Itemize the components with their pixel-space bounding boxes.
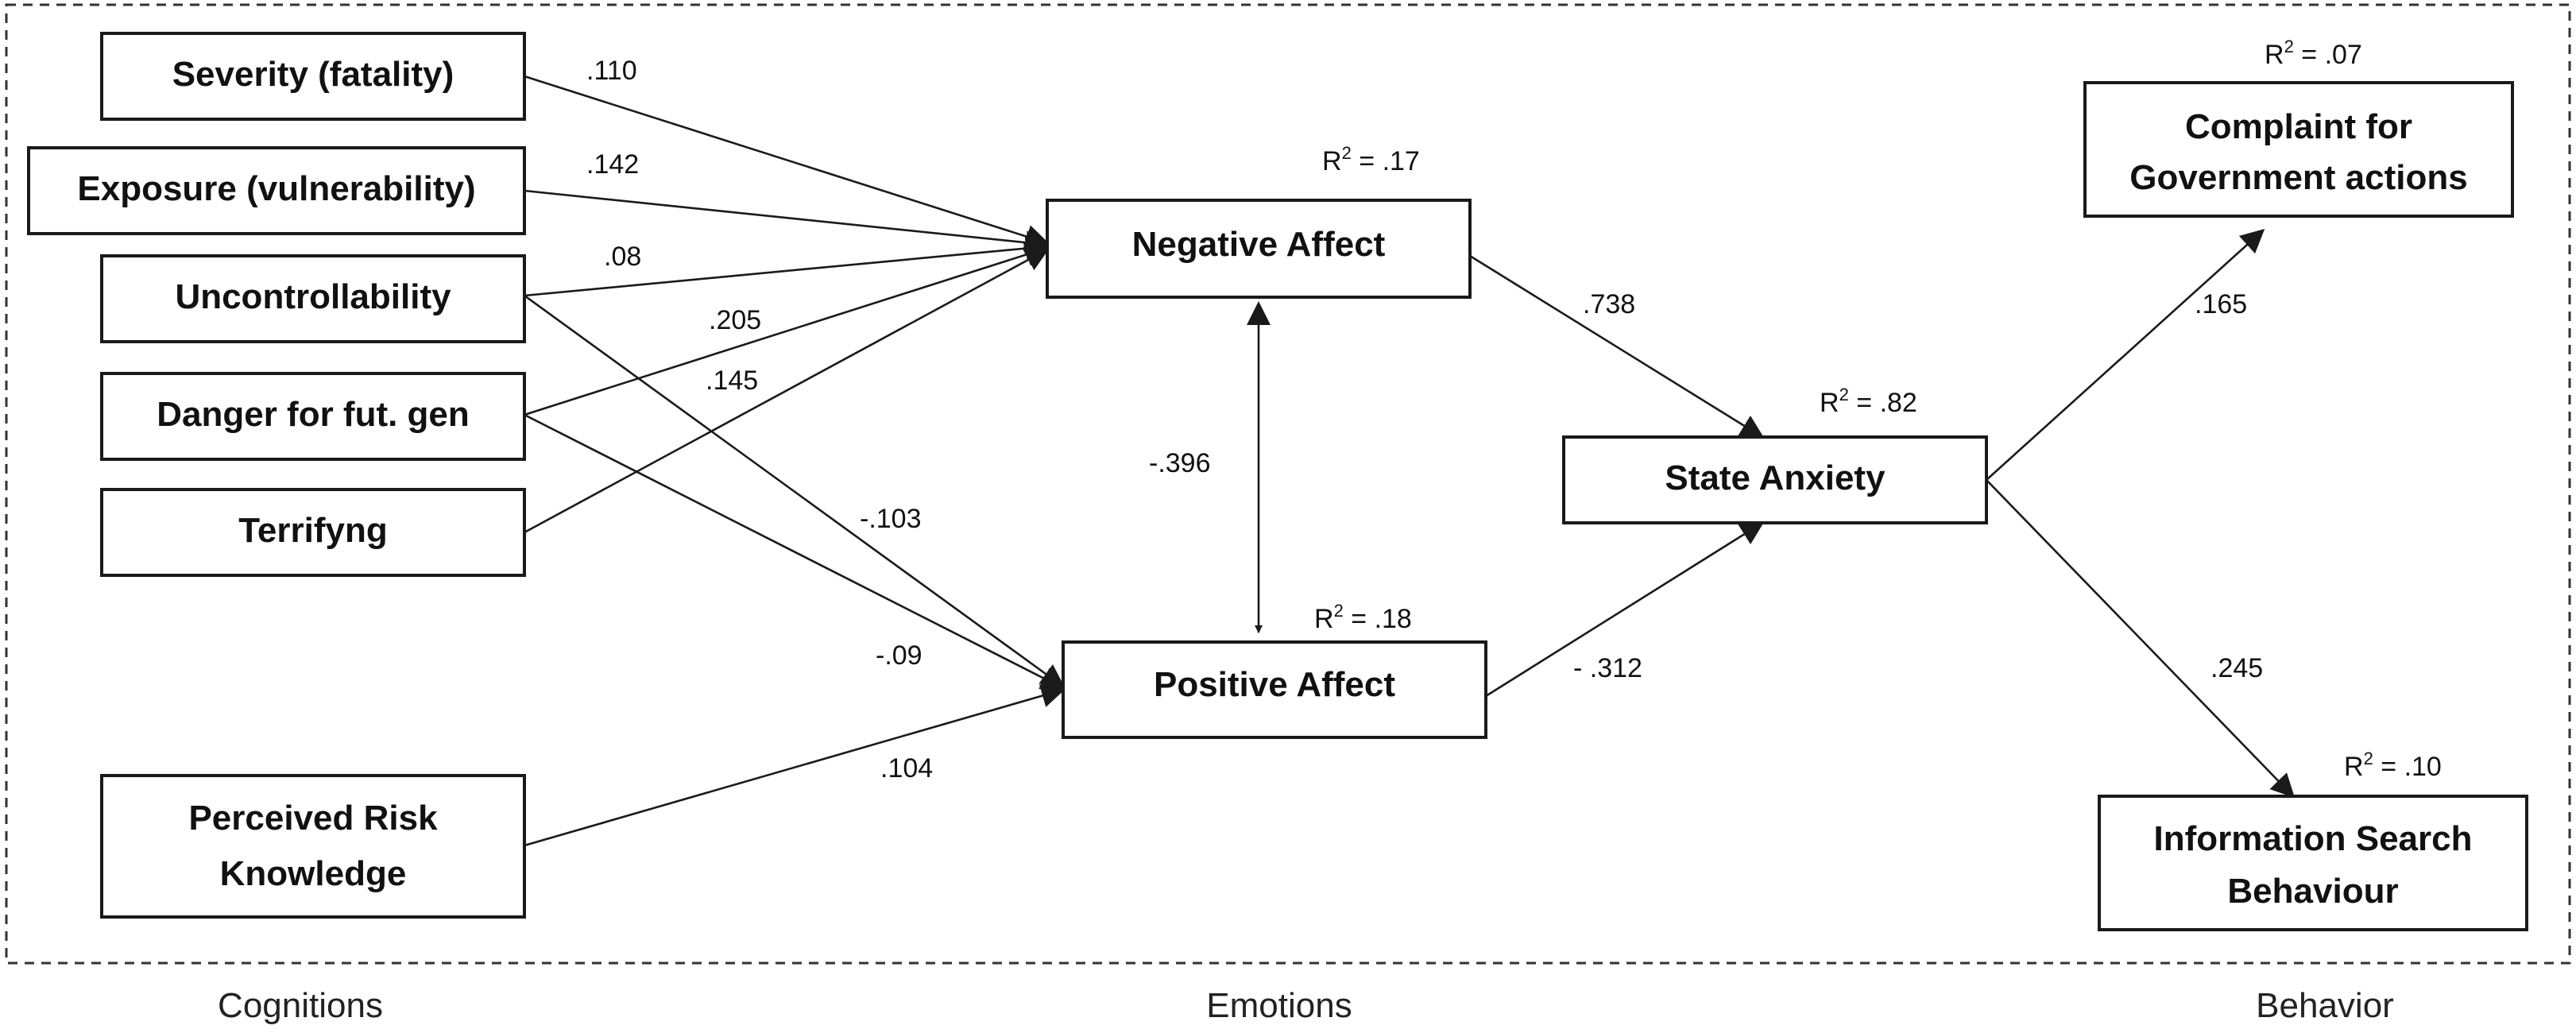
node-information-search: Information Search Behaviour bbox=[2098, 795, 2528, 931]
section-emotions: Emotions bbox=[1206, 986, 1352, 1025]
node-complaint: Complaint for Government actions bbox=[2083, 81, 2514, 218]
r2-state-anxiety: R2 = .82 bbox=[1820, 385, 1917, 418]
node-positive-affect-label: Positive Affect bbox=[1154, 665, 1395, 704]
node-knowledge-label-line2: Knowledge bbox=[220, 854, 407, 893]
r2-negative-affect: R2 = .17 bbox=[1322, 143, 1420, 176]
coef-negative-anxiety: .738 bbox=[1583, 289, 1635, 319]
node-severity: Severity (fatality) bbox=[100, 32, 526, 121]
nodes: Severity (fatality) Exposure (vulnerabil… bbox=[27, 32, 2528, 931]
node-uncontrollability-label: Uncontrollability bbox=[175, 277, 451, 316]
node-danger: Danger for fut. gen bbox=[100, 372, 526, 461]
coef-negative-positive-covariance: -.396 bbox=[1149, 448, 1211, 478]
section-labels: Cognitions Emotions Behavior bbox=[218, 986, 2394, 1025]
path-arrow-terrifying-negative bbox=[524, 248, 1050, 534]
coef-exposure-negative: .142 bbox=[586, 149, 639, 180]
node-positive-affect: Positive Affect bbox=[1062, 640, 1487, 739]
path-coefficients: .110 .142 .08 .205 .145 -.103 -.09 .104 … bbox=[586, 56, 2263, 783]
node-terrifying-label: Terrifyng bbox=[238, 511, 387, 550]
model-frame bbox=[5, 3, 2571, 965]
node-information-search-label-line2: Behaviour bbox=[2227, 872, 2398, 911]
coef-anxiety-information-search: .245 bbox=[2210, 653, 2263, 683]
path-arrow-danger-positive bbox=[524, 413, 1066, 690]
r2-information-search: R2 = .10 bbox=[2344, 749, 2442, 782]
coef-uncontrollability-negative: .08 bbox=[604, 242, 641, 272]
path-arrow-anxiety-info bbox=[1986, 479, 2296, 799]
node-knowledge: Perceived Risk Knowledge bbox=[100, 774, 526, 919]
r2-complaint: R2 = .07 bbox=[2265, 37, 2362, 70]
path-arrow-danger-negative bbox=[524, 242, 1050, 416]
coef-knowledge-positive: .104 bbox=[880, 753, 933, 783]
node-exposure: Exposure (vulnerability) bbox=[27, 146, 526, 235]
path-arrow-knowledge-positive bbox=[524, 684, 1066, 847]
path-arrow-severity-negative bbox=[524, 75, 1050, 249]
node-state-anxiety-label: State Anxiety bbox=[1665, 458, 1886, 497]
path-arrow-exposure-negative bbox=[524, 189, 1050, 255]
r-squared-labels: R2 = .17 R2 = .18 R2 = .82 R2 = .07 R2 =… bbox=[1314, 37, 2442, 782]
path-arrow-uncontrollability-positive bbox=[524, 294, 1066, 688]
node-complaint-label-line1: Complaint for bbox=[2185, 107, 2412, 146]
r2-positive-affect: R2 = .18 bbox=[1314, 601, 1412, 634]
node-uncontrollability: Uncontrollability bbox=[100, 254, 526, 343]
path-arrow-uncontrollability-negative bbox=[524, 236, 1050, 297]
coef-uncontrollability-positive: -.103 bbox=[860, 504, 922, 534]
coef-positive-anxiety: - .312 bbox=[1573, 653, 1642, 683]
path-arrows bbox=[524, 75, 2296, 847]
node-complaint-label-line2: Government actions bbox=[2129, 158, 2467, 197]
coef-terrifying-negative: .145 bbox=[706, 366, 758, 396]
coef-danger-negative: .205 bbox=[709, 305, 761, 335]
path-arrow-anxiety-complaint bbox=[1986, 228, 2265, 481]
path-arrow-negative-anxiety bbox=[1469, 254, 1765, 439]
node-danger-label: Danger for fut. gen bbox=[157, 395, 470, 434]
node-information-search-label-line1: Information Search bbox=[2154, 819, 2473, 858]
node-severity-label: Severity (fatality) bbox=[172, 55, 454, 94]
node-negative-affect: Negative Affect bbox=[1046, 199, 1472, 299]
section-cognitions: Cognitions bbox=[218, 986, 383, 1025]
coef-danger-positive: -.09 bbox=[876, 640, 922, 671]
node-terrifying: Terrifyng bbox=[100, 488, 526, 577]
node-exposure-label: Exposure (vulnerability) bbox=[77, 169, 475, 208]
node-knowledge-label-line1: Perceived Risk bbox=[188, 799, 438, 838]
node-state-anxiety: State Anxiety bbox=[1562, 435, 1988, 524]
coef-severity-negative: .110 bbox=[586, 56, 637, 86]
coef-anxiety-complaint: .165 bbox=[2195, 289, 2247, 319]
path-arrow-positive-anxiety bbox=[1485, 521, 1765, 698]
node-negative-affect-label: Negative Affect bbox=[1132, 225, 1386, 264]
section-behavior: Behavior bbox=[2256, 986, 2394, 1025]
